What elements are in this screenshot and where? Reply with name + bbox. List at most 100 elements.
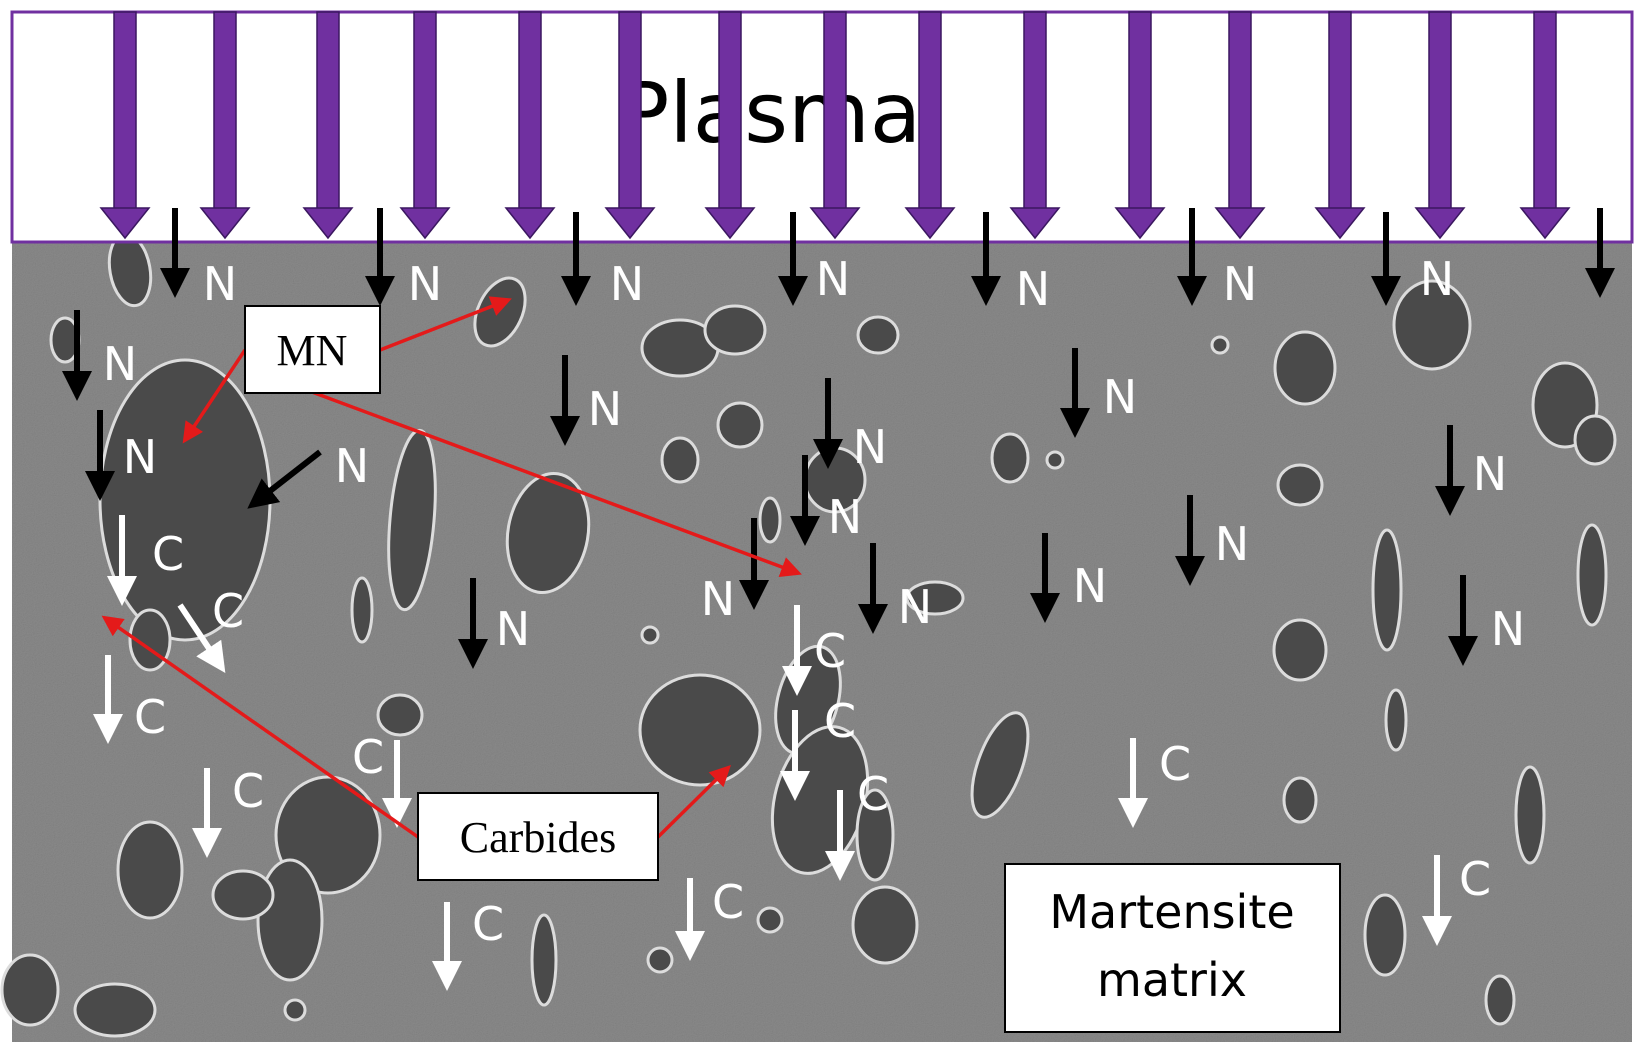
carbide-particle [0,953,60,1027]
nitrogen-diffusion-arrow: N [1030,533,1107,623]
nitrogen-label: N [103,337,137,391]
white-down-arrow-icon [177,603,226,673]
nitrogen-label: N [1491,602,1525,656]
carbide-particle [640,625,660,645]
carbide-particle [116,820,184,920]
carbide-particle [1276,463,1324,507]
nitrogen-diffusion-arrow: N [1175,495,1249,586]
carbide-particle [703,304,767,356]
nitrogen-diffusion-arrow: N [790,455,862,546]
nitrogen-diffusion-arrow: N [85,410,157,501]
carbide-particle [905,580,965,616]
martensite-box [1004,863,1341,1033]
plasma-flux-arrow-icon [1519,11,1571,240]
nitrogen-label: N [701,572,735,626]
plasma-flux-arrow-icon [1314,11,1366,240]
plasma-flux-arrow-icon [904,11,956,240]
nitrogen-label: N [816,252,850,306]
carbide-particle [98,358,272,642]
plasma-flux-arrow-icon [302,11,354,240]
carbon-label: C [824,694,856,748]
carbon-diffusion-arrow: C [782,605,846,696]
plasma-flux-arrow-icon [809,11,861,240]
carbide-particle [758,496,782,544]
carbide-particle [660,436,700,484]
carbide-particle [1282,776,1318,824]
carbon-label: C [1459,852,1491,906]
nitrogen-diffusion-arrow: N [247,439,369,509]
carbide-particle [350,576,374,644]
carbide-particle [851,885,919,965]
carbides-callout: Carbides [417,792,659,881]
carbides-label: Carbides [460,813,616,862]
carbide-particle [1272,618,1328,682]
carbide-particle [1573,414,1617,466]
nitrogen-label: N [610,257,644,311]
nitrogen-diffusion-arrow: N [1371,212,1454,306]
nitrogen-label: N [898,580,932,634]
carbon-label: C [212,584,244,638]
nitrogen-label: N [408,257,442,311]
martensite-label-line2: matrix [1097,953,1247,1007]
carbon-label: C [352,730,384,784]
mn-callout: MN [244,305,381,394]
carbon-diffusion-arrow: C [107,515,184,606]
plasma-flux-arrow-icon [1414,11,1466,240]
mn-label: MN [277,326,348,375]
carbon-diffusion-arrow: C [93,655,166,744]
nitrogen-diffusion-arrow: N [62,310,137,401]
carbide-particle [376,693,424,737]
carbon-label: C [712,875,744,929]
carbide-particle [716,401,764,449]
plasma-flux-arrow-icon [399,11,451,240]
carbide-particle [256,858,324,982]
nitrogen-label: N [1073,559,1107,613]
nitrogen-label: N [203,257,237,311]
carbide-particle [73,982,157,1038]
nitrogen-label: N [853,420,887,474]
plasma-box [10,10,1634,244]
carbide-particle [1392,279,1472,371]
nitrogen-label: N [1103,370,1137,424]
carbide-particle [1514,765,1546,865]
carbon-diffusion-arrow: C [192,764,264,858]
nitrogen-label: N [123,430,157,484]
carbide-particle [646,946,674,974]
carbide-particle [1210,335,1230,355]
nitrogen-diffusion-arrow: N [550,355,622,446]
carbide-particle [756,906,784,934]
nitrogen-label: N [588,382,622,436]
nitrogen-label: N [1473,447,1507,501]
carbon-diffusion-arrow: C [177,584,244,673]
carbide-particle [283,998,307,1022]
nitrogen-label: N [1223,257,1257,311]
plasma-flux-arrow-icon [504,11,556,240]
nitrogen-diffusion-arrow: N [1448,575,1525,666]
nitrogen-diffusion-arrow: N [160,208,237,311]
martensite-callout: Martensite matrix [1004,863,1341,1033]
carbides-box [417,792,659,881]
carbide-particle [1576,523,1608,627]
nitrogen-diffusion-arrow: N [778,212,850,306]
nitrogen-label: N [1420,252,1454,306]
plasma-flux-arrow-icon [1214,11,1266,240]
nitrogen-label: N [1016,262,1050,316]
nitrogen-diffusion-arrow: N [458,578,530,669]
plasma-flux-arrow-icon [704,11,756,240]
nitrogen-diffusion-arrow: N [701,518,769,626]
black-down-arrow-icon [247,449,322,509]
mn-box [244,305,381,394]
carbon-diffusion-arrow: C [352,730,412,828]
carbon-diffusion-arrow: C [780,694,856,801]
carbide-particle [1363,893,1407,977]
carbide-particle [211,869,275,921]
red-pointer-arrow-icon [101,615,420,839]
carbide-particle [1045,450,1065,470]
nitrogen-label: N [496,602,530,656]
red-pointer-arrow-icon [182,349,247,444]
micrograph [0,232,1632,1042]
carbide-particle [856,315,900,355]
